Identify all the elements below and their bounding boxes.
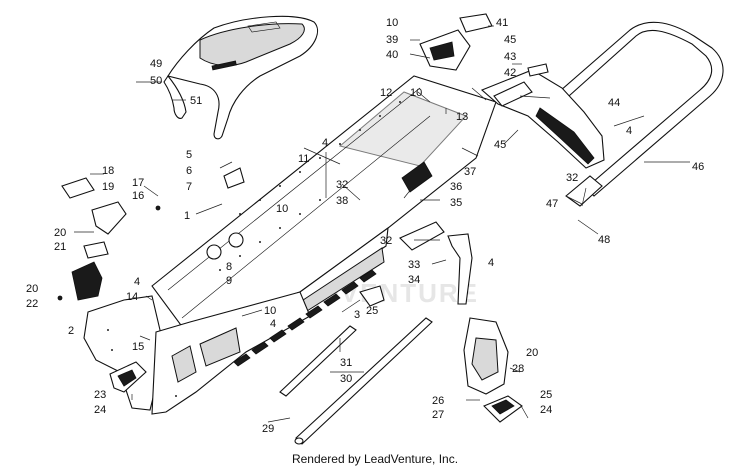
callout-18: 18 (102, 165, 114, 177)
callout-26: 26 (432, 395, 444, 407)
callout-24b: 24 (540, 404, 552, 416)
callout-7: 7 (186, 181, 192, 193)
callout-33: 33 (408, 259, 420, 271)
callout-4b: 4 (134, 276, 140, 288)
callout-47: 47 (546, 198, 558, 210)
callout-10c: 10 (410, 87, 422, 99)
callout-27: 27 (432, 409, 444, 421)
callout-45a: 45 (504, 34, 516, 46)
callout-38: 38 (336, 195, 348, 207)
callout-25b: 25 (540, 389, 552, 401)
callout-29: 29 (262, 423, 274, 435)
callout-14: 14 (126, 291, 138, 303)
callout-51: 51 (190, 95, 202, 107)
callout-23: 23 (94, 389, 106, 401)
grab-handle-part (419, 13, 549, 77)
callout-8: 8 (226, 261, 232, 273)
callout-32b: 32 (380, 235, 392, 247)
callout-50: 50 (150, 75, 162, 87)
callout-6: 6 (186, 165, 192, 177)
shaft-parts (279, 317, 433, 445)
callout-20c: 20 (526, 347, 538, 359)
callout-32a: 32 (336, 179, 348, 191)
callout-49: 49 (150, 58, 162, 70)
callout-28: 28 (512, 363, 524, 375)
callout-19: 19 (102, 181, 114, 193)
callout-41: 41 (496, 17, 508, 29)
seat-part (163, 15, 318, 140)
callout-16: 16 (132, 190, 144, 202)
callout-17: 17 (132, 177, 144, 189)
callout-labels: 1 2 3 4 4 4 4 4 5 6 7 8 9 10 10 10 10 11… (26, 17, 704, 435)
callout-13: 13 (456, 111, 468, 123)
callout-4d: 4 (488, 257, 494, 269)
callout-11: 11 (298, 153, 309, 165)
rear-brackets-parts (109, 167, 523, 423)
callout-44: 44 (608, 97, 620, 109)
front-bracket-parts (57, 177, 161, 301)
callout-1: 1 (184, 210, 190, 222)
callout-2: 2 (68, 325, 74, 337)
callout-20b: 20 (26, 283, 38, 295)
callout-46: 46 (692, 161, 704, 173)
callout-24a: 24 (94, 404, 106, 416)
rear-bumper-part (551, 21, 724, 207)
callout-45b: 45 (494, 139, 506, 151)
callout-10a: 10 (276, 203, 288, 215)
callout-22: 22 (26, 298, 38, 310)
callout-12: 12 (380, 87, 392, 99)
tunnel-frame-part (83, 75, 497, 415)
callout-10d: 10 (386, 17, 398, 29)
callout-36: 36 (450, 181, 462, 193)
callout-30: 30 (340, 373, 352, 385)
callout-9: 9 (226, 275, 232, 287)
footer-credit: Rendered by LeadVenture, Inc. (291, 452, 459, 466)
callout-4a: 4 (322, 137, 328, 149)
callout-35: 35 (450, 197, 462, 209)
rear-flap-part (480, 69, 605, 169)
callout-42: 42 (504, 67, 516, 79)
callout-15: 15 (132, 341, 144, 353)
callout-40: 40 (386, 49, 398, 61)
callout-3: 3 (354, 309, 360, 321)
callout-34: 34 (408, 274, 420, 286)
callout-37: 37 (464, 166, 476, 178)
callout-48: 48 (598, 234, 610, 246)
callout-43: 43 (504, 51, 516, 63)
callout-25a: 25 (366, 305, 378, 317)
callout-21: 21 (54, 241, 66, 253)
callout-39: 39 (386, 34, 398, 46)
callout-20a: 20 (54, 227, 66, 239)
leader-lines (74, 25, 690, 423)
callout-4e: 4 (626, 125, 632, 137)
callout-32c: 32 (566, 172, 578, 184)
callout-5: 5 (186, 149, 192, 161)
callout-4c: 4 (270, 318, 276, 330)
callout-31: 31 (340, 357, 352, 369)
callout-10b: 10 (264, 305, 276, 317)
